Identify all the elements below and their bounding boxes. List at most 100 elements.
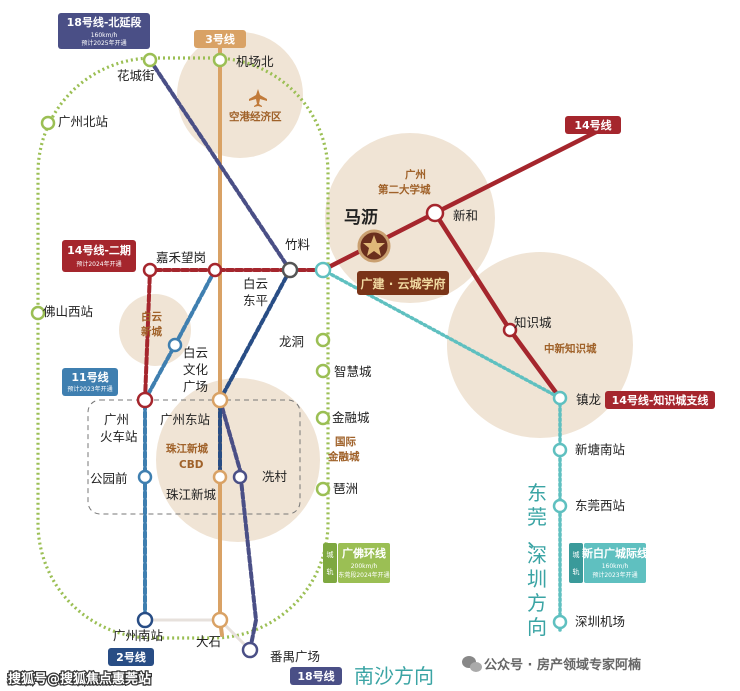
line-tag-18-north: 18号线-北延段 160km/h 预计2025年开通 xyxy=(58,13,150,49)
zone-labels: 空港经济区 广州 第二大学城 中新知识城 白云 新城 珠江新城 CBD 国际 金… xyxy=(141,110,597,471)
label-huachengjie: 花城街 xyxy=(117,68,155,83)
label-baiyun-wenhua-1: 白云 xyxy=(183,345,208,360)
zone-zhongxin-circle xyxy=(447,252,633,438)
line-tag-14: 14号线 xyxy=(565,116,621,134)
zone-konggang-circle xyxy=(177,32,303,158)
label-guangzhou-huochezhan-2: 火车站 xyxy=(100,429,138,444)
station-jinrongcheng xyxy=(315,410,331,426)
station-labels: 花城街 机场北 广州北站 新和 马沥 嘉禾望岗 竹料 白云 东平 佛山西站 知识… xyxy=(43,54,625,664)
dir-ds-2: 莞 xyxy=(527,505,547,529)
label-zhenlong: 镇龙 xyxy=(576,392,601,407)
line-18-south xyxy=(218,398,258,652)
project-label: 广建 · 云城学府 xyxy=(361,276,446,291)
label-jiahewanggang: 嘉禾望岗 xyxy=(156,250,206,265)
station-huachengjie xyxy=(142,52,158,68)
tag-11-sub1: 预计2023年开通 xyxy=(67,385,112,393)
label-zhujiangxincheng: 珠江新城 xyxy=(166,487,217,502)
zone-label-cbd-1: 珠江新城 xyxy=(166,442,208,455)
zone-label-dierdaxue-1: 广州 xyxy=(405,168,426,181)
line-3 xyxy=(218,46,224,637)
tag-sb-side-1: 城 xyxy=(573,551,580,559)
line-tag-guangfo: 城 轨 广佛环线 200km/h 东莞段2024年开通 xyxy=(323,543,390,583)
label-baiyun-dongping-2: 东平 xyxy=(243,293,268,308)
direction-nansha: 南沙方向 xyxy=(354,664,434,688)
label-zhihuicheng: 智慧城 xyxy=(334,364,372,379)
tag-gf-title: 广佛环线 xyxy=(342,546,386,560)
label-guangzhou-huochezhan-1: 广州 xyxy=(104,412,129,427)
label-shenzhenjichang: 深圳机场 xyxy=(575,614,625,629)
wechat-icon xyxy=(462,656,482,672)
zone-label-zhongxin: 中新知识城 xyxy=(544,342,597,355)
tag-gf-side-1: 城 xyxy=(327,551,334,559)
station-xiancun xyxy=(232,469,248,485)
station-guangzhou-huochezhan xyxy=(136,391,154,409)
line-tag-14-zhishi: 14号线-知识城支线 xyxy=(605,391,715,409)
tag-14z-title: 14号线-知识城支线 xyxy=(612,393,709,407)
line-tag-18: 18号线 xyxy=(290,667,342,685)
tag-3-title: 3号线 xyxy=(205,32,235,46)
watermark-left: 搜狐号@搜狐焦点惠莞站 xyxy=(8,671,151,687)
station-xinhe xyxy=(425,203,445,223)
station-jichangbei xyxy=(212,52,228,68)
label-gongyuanqian: 公园前 xyxy=(90,471,128,486)
label-zhishicheng: 知识城 xyxy=(514,315,552,330)
direction-dongguan-shenzhen: 东 莞 、 深 圳 方 向 xyxy=(527,481,547,639)
station-baiyun-dongping xyxy=(207,262,223,278)
tag-sb-side-2: 轨 xyxy=(573,567,580,576)
label-xintangnan: 新塘南站 xyxy=(575,442,625,457)
zone-label-guoji-2: 金融城 xyxy=(327,450,360,463)
project-label-box xyxy=(357,271,449,295)
label-foshanxi: 佛山西站 xyxy=(43,304,93,319)
tag-sb-title: 新白广城际线 xyxy=(582,546,648,560)
label-jichangbei: 机场北 xyxy=(236,54,274,69)
zone-label-dierdaxue-2: 第二大学城 xyxy=(378,183,431,196)
tag-gf-side-2: 轨 xyxy=(327,567,334,576)
label-guangzhou-dongzhan: 广州东站 xyxy=(160,412,210,427)
zone-label-cbd-2: CBD xyxy=(179,459,204,471)
station-panyu-guangchang xyxy=(241,641,259,659)
tag-14b-sub1: 预计2024年开通 xyxy=(76,260,121,268)
label-xiancun: 冼村 xyxy=(262,469,288,484)
line-18-north xyxy=(148,58,292,272)
label-guangzhounan: 广州南站 xyxy=(113,628,163,643)
dir-ds-6: 方 xyxy=(527,591,547,615)
watermark-right: 公众号 · 房产领域专家阿楠 xyxy=(484,657,641,673)
station-gongyuanqian xyxy=(137,469,153,485)
loop-line-guangfo xyxy=(36,56,330,640)
station-pazhou xyxy=(315,481,331,497)
line-tag-3: 3号线 xyxy=(194,30,246,48)
tag-gf-sub1: 200km/h xyxy=(351,563,378,570)
tag-sb-sub2: 预计2023年开通 xyxy=(592,571,637,579)
label-baiyun-wenhua-2: 文化 xyxy=(183,362,209,377)
label-xinhe: 新和 xyxy=(453,208,478,223)
station-baiyun-wenhua xyxy=(167,337,183,353)
label-dashi: 大石 xyxy=(196,634,221,649)
tag-18n-sub1: 160km/h xyxy=(91,32,118,39)
station-zhuliao xyxy=(281,261,299,279)
zone-label-baiyun-xincheng-1: 白云 xyxy=(141,310,162,323)
dir-ds-7: 向 xyxy=(527,615,547,639)
label-jinrongcheng: 金融城 xyxy=(332,410,370,425)
line-tag-2: 2号线 xyxy=(108,648,154,666)
line-tag-xinbai: 城 轨 新白广城际线 160km/h 预计2023年开通 xyxy=(569,543,648,583)
line-tag-14-phase2: 14号线-二期 预计2024年开通 xyxy=(62,240,136,272)
label-pazhou: 琶洲 xyxy=(333,481,358,496)
label-dongguanxi: 东莞西站 xyxy=(575,498,625,513)
station-xintangnan xyxy=(552,442,568,458)
tag-18n-title: 18号线-北延段 xyxy=(67,15,142,29)
label-mali: 马沥 xyxy=(344,208,378,228)
label-baiyun-wenhua-3: 广场 xyxy=(183,379,208,394)
project-marker: 广建 · 云城学府 xyxy=(357,229,449,295)
zone-label-baiyun-xincheng-2: 新城 xyxy=(141,325,162,338)
tag-sb-sub1: 160km/h xyxy=(602,563,629,570)
station-longdong xyxy=(315,332,331,348)
label-baiyun-dongping-1: 白云 xyxy=(243,276,268,291)
label-zhuliao: 竹料 xyxy=(285,237,311,252)
station-zhishicheng xyxy=(502,322,518,338)
tag-11-title: 11号线 xyxy=(71,370,108,384)
station-shenzhenjichang xyxy=(552,614,568,630)
label-longdong: 龙洞 xyxy=(279,334,304,349)
zone-label-konggang: 空港经济区 xyxy=(229,110,282,123)
tag-gf-sub2: 东莞段2024年开通 xyxy=(338,571,389,579)
